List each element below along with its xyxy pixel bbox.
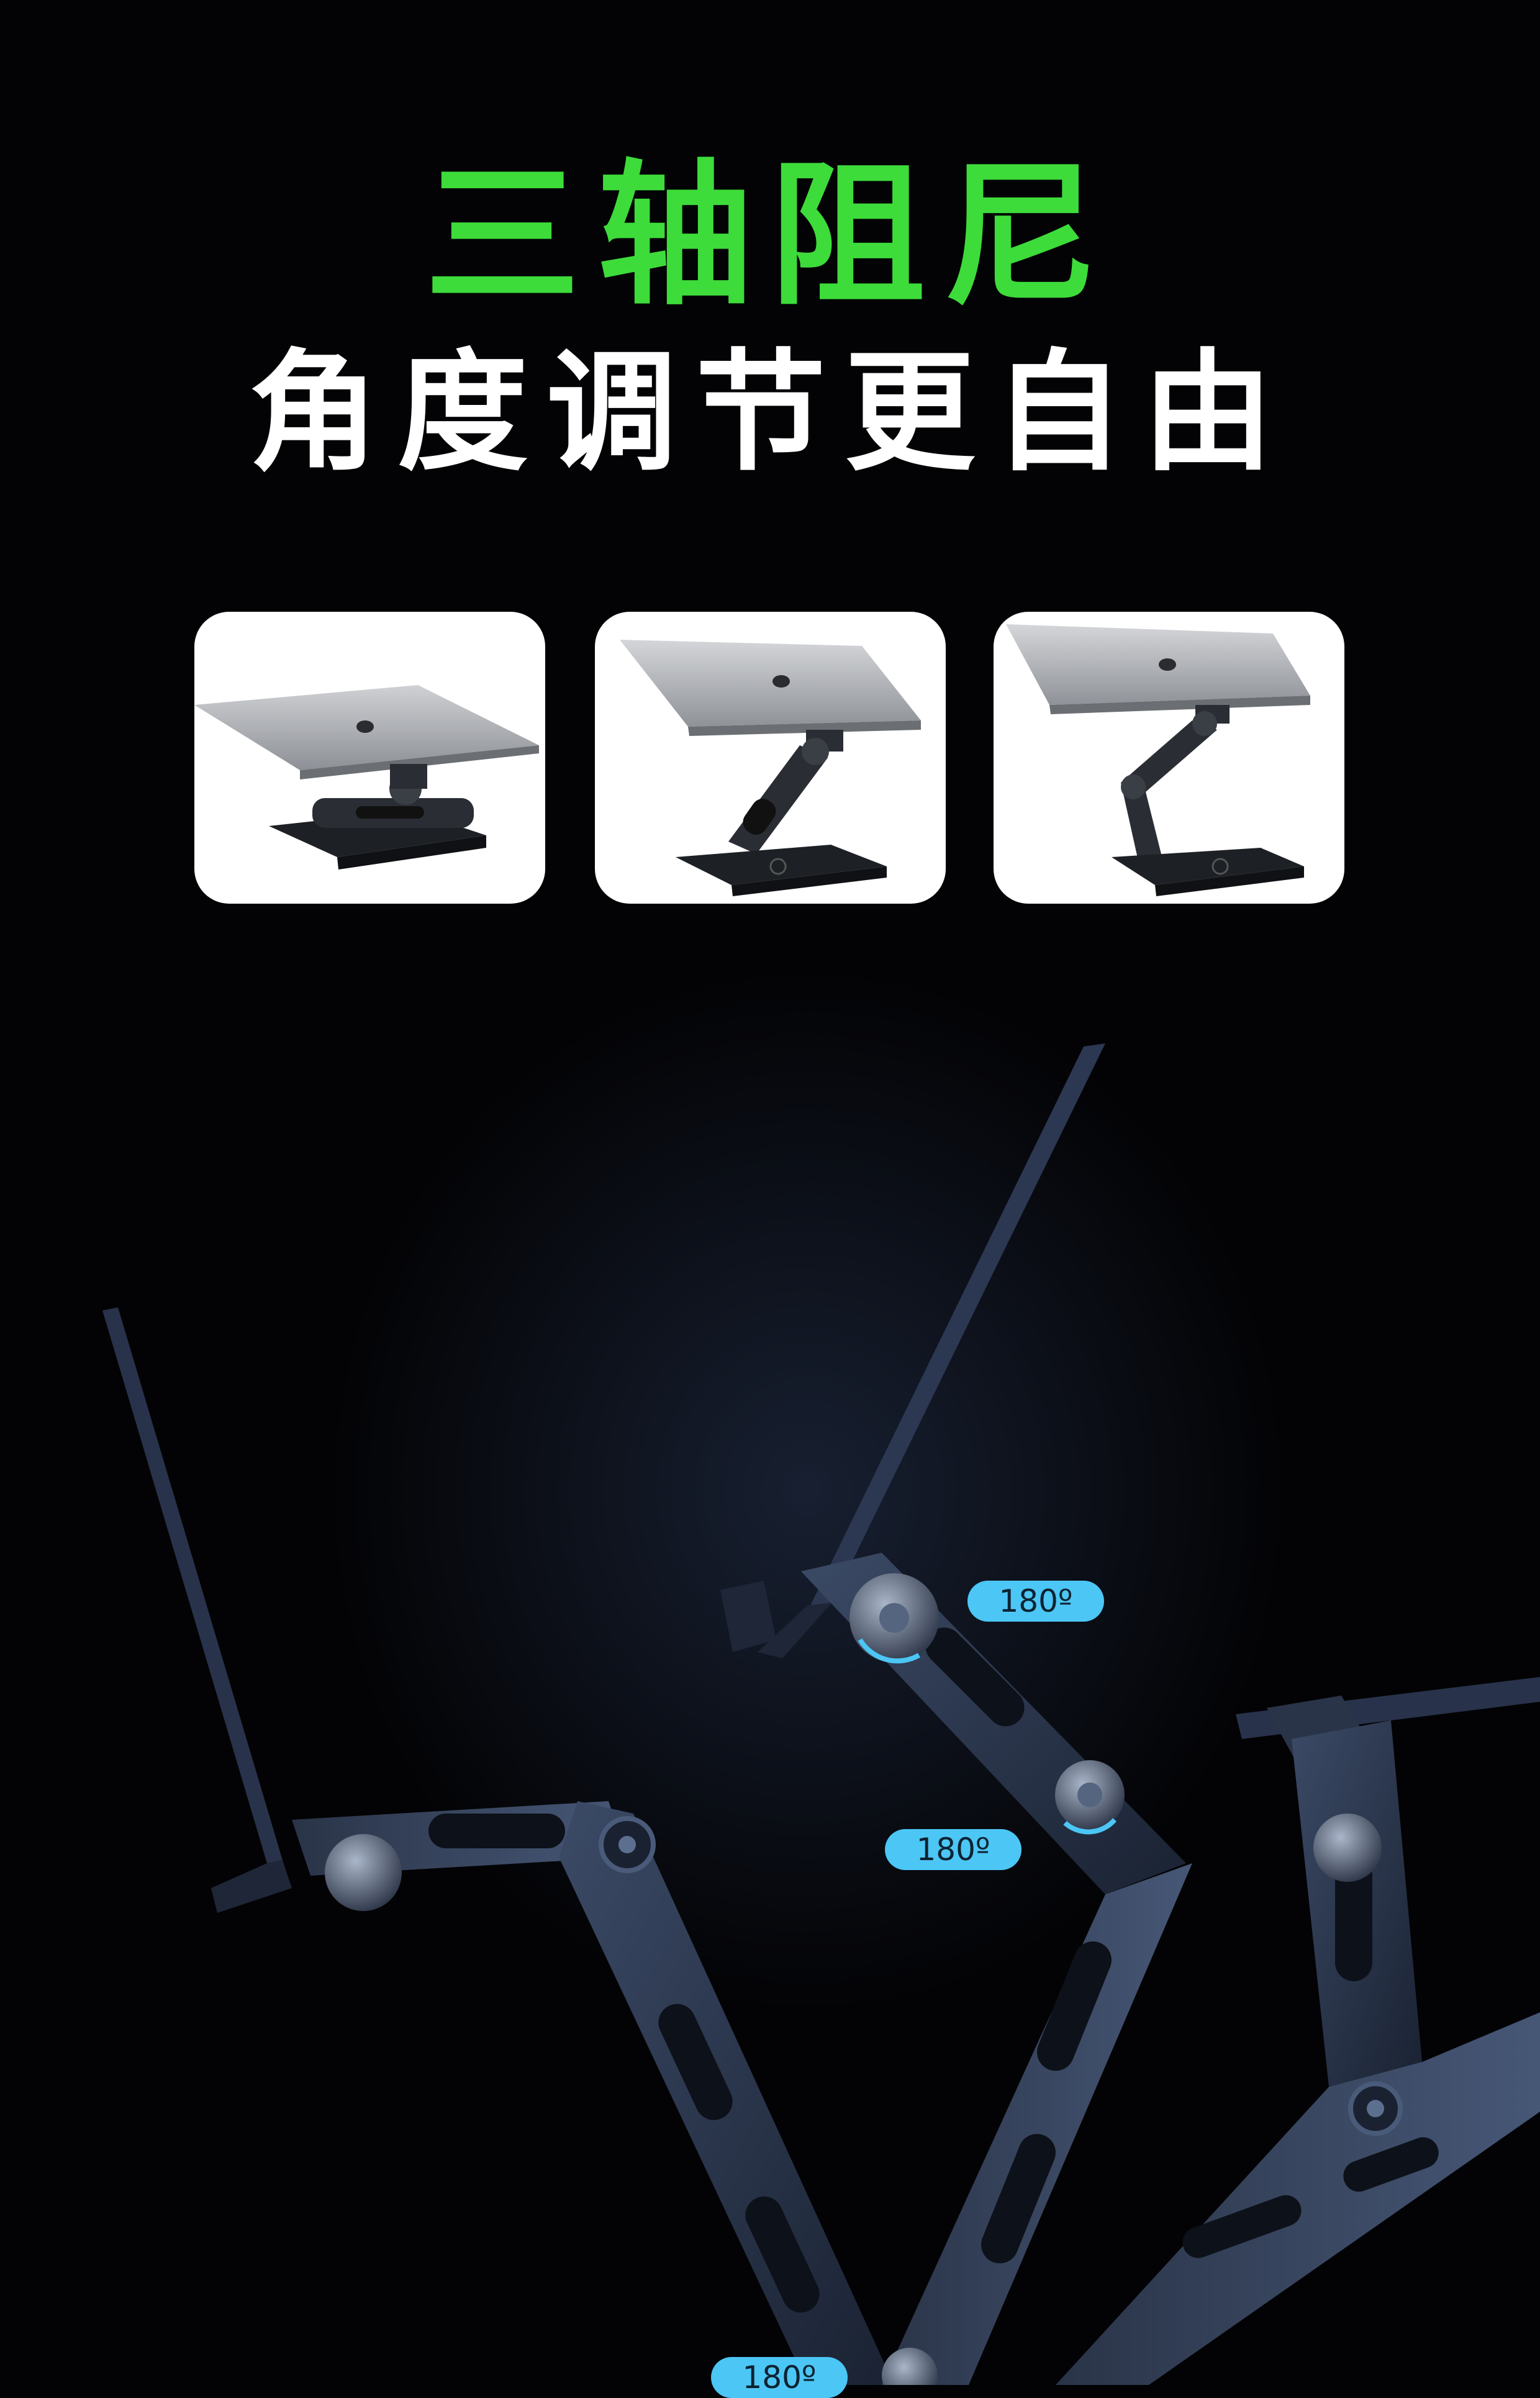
headline-subtitle: 角度调节更自由: [248, 337, 1292, 489]
laptop-stand-hero-image: [0, 994, 1540, 2398]
laptop-stand-folded-image: [194, 612, 545, 904]
angle-badge-middle: 180º: [885, 1829, 1021, 1870]
laptop-stand-raised-image: [994, 612, 1344, 904]
headline-accent: 三轴阻尼: [425, 145, 1115, 326]
angle-badge-top: 180º: [967, 1581, 1104, 1622]
angle-badge-bottom: 180º: [711, 2357, 848, 2398]
laptop-stand-mid-image: [595, 612, 946, 904]
